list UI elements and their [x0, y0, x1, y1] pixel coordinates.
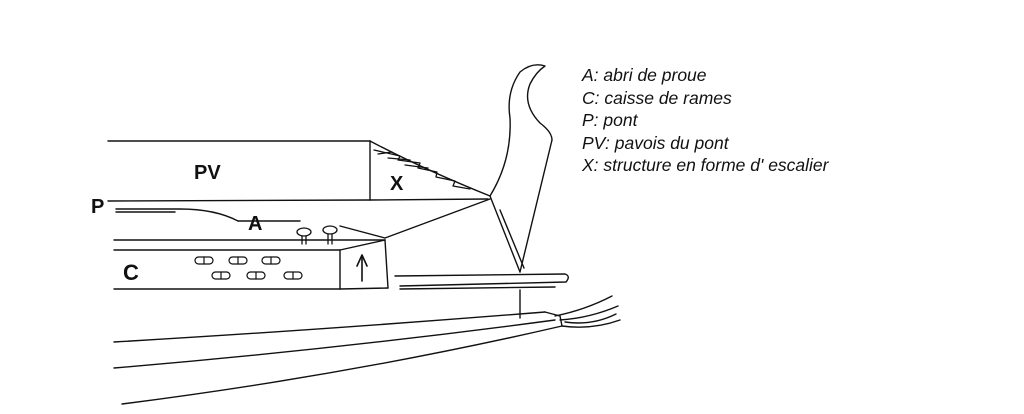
- deck-line: [115, 198, 489, 222]
- pavois-outline: [107, 140, 491, 202]
- legend: A: abri de proue C: caisse de rames P: p…: [582, 64, 829, 177]
- legend-item-a: A: abri de proue: [582, 65, 707, 85]
- bollards: [296, 225, 338, 245]
- stair-structure: [373, 149, 471, 190]
- ram: [394, 273, 569, 290]
- legend-item-c: C: caisse de rames: [582, 87, 732, 108]
- label-c: C: [123, 260, 139, 285]
- legend-item-x: X: structure en forme d' escalier: [582, 155, 829, 175]
- label-x: X: [390, 173, 404, 195]
- label-a: A: [248, 213, 263, 235]
- ram-tip: [554, 295, 621, 328]
- legend-item-p: P: pont: [582, 110, 638, 130]
- up-arrow: [356, 254, 368, 282]
- hull: [113, 311, 563, 405]
- oar-ports: [194, 256, 303, 280]
- stem-post: [489, 64, 553, 319]
- label-p: P: [91, 196, 105, 218]
- oar-box: [113, 239, 389, 290]
- legend-item-pv: PV: pavois du pont: [582, 132, 729, 153]
- label-pv: PV: [194, 162, 221, 184]
- bow-shelter: [237, 198, 491, 239]
